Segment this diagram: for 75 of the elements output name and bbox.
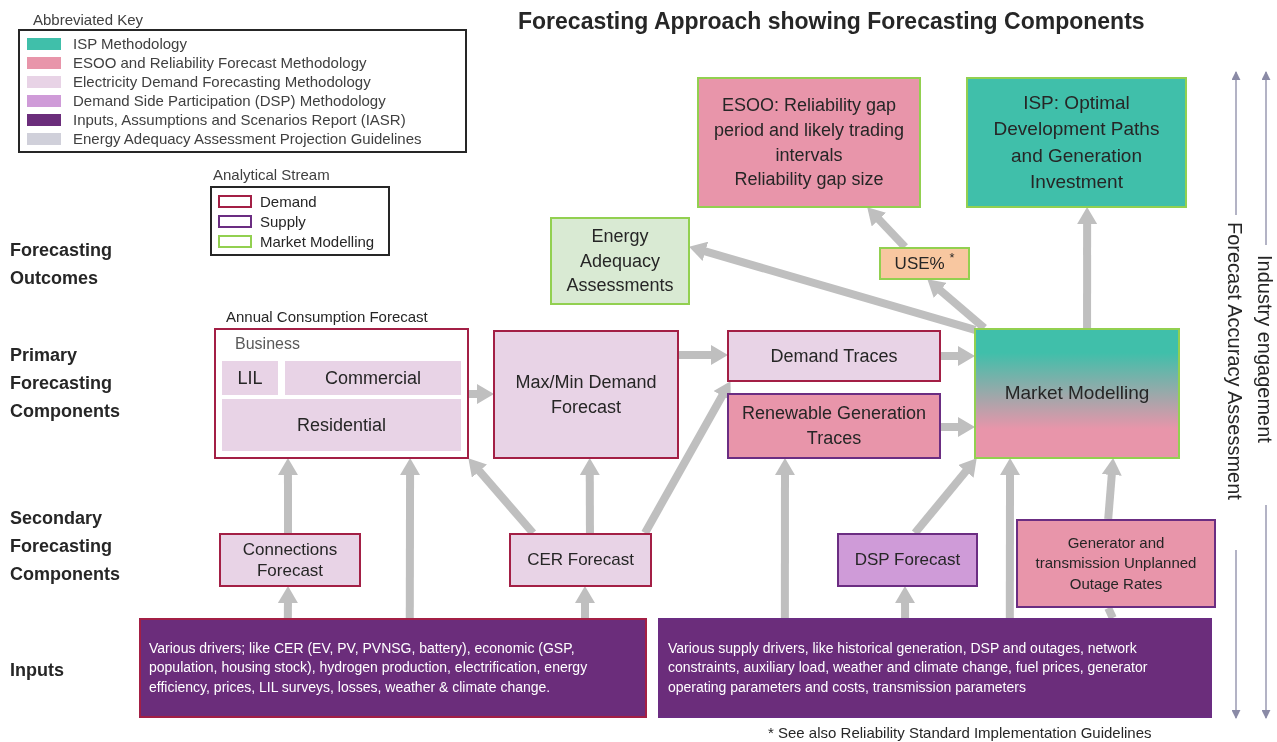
legend-label: Inputs, Assumptions and Scenarios Report (IASR)	[73, 112, 406, 127]
legend-label: Market Modelling	[260, 233, 375, 249]
legend-label: ISP Methodology	[73, 36, 187, 51]
node-text: Energy Adequacy Assessments	[565, 224, 675, 298]
row-label: Primary Forecasting Components	[10, 344, 121, 423]
segment-box	[222, 399, 461, 451]
node-text: Connections Forecast	[241, 538, 339, 582]
arrow	[641, 381, 731, 535]
metric-box	[879, 247, 970, 280]
arrow	[469, 384, 494, 404]
arrow	[277, 586, 298, 619]
node-text: Residential	[296, 413, 387, 437]
node-text: Generator and transmission Unplanned Outage Rates	[1034, 532, 1198, 594]
diagram-title: Forecasting Approach showing Forecasting Components	[518, 7, 1145, 36]
arrow	[468, 458, 537, 536]
node-text: USE% $^{*}$	[894, 251, 955, 275]
group-label: Business	[235, 334, 300, 354]
legend-label: ESOO and Reliability Forecast Methodology	[73, 55, 367, 70]
arrow	[911, 458, 977, 536]
arrow	[579, 458, 600, 533]
node-text: ESOO: Reliability gap period and likely trading intervals	[712, 94, 906, 167]
vertical-label: Industry engagement	[1255, 255, 1275, 443]
input-box	[139, 618, 647, 718]
process-box	[727, 393, 941, 459]
arrow	[1000, 458, 1020, 618]
input-box	[658, 618, 1212, 718]
arrow	[941, 346, 975, 366]
arrow	[689, 241, 977, 334]
process-box	[727, 330, 941, 382]
node-text: Max/Min Demand Forecast	[514, 370, 658, 419]
process-box	[974, 328, 1180, 459]
arrow	[400, 458, 421, 618]
node-text: Demand Traces	[770, 344, 898, 368]
outcome-box	[697, 77, 921, 208]
arrow	[941, 417, 975, 437]
arrow	[895, 586, 915, 618]
arrow	[277, 458, 298, 533]
process-box	[219, 533, 361, 587]
legend-title: Analytical Stream	[213, 165, 330, 185]
arrow	[1077, 207, 1098, 328]
process-box	[493, 330, 679, 459]
segment-box	[222, 361, 278, 395]
row-label: Inputs	[10, 659, 65, 682]
process-box	[1016, 519, 1216, 608]
footnote: * See also Reliability Standard Implementation Guidelines	[768, 723, 1152, 742]
group-heading: Annual Consumption Forecast	[226, 307, 428, 327]
node-text: LIL	[237, 366, 263, 390]
legend-title: Abbreviated Key	[33, 10, 144, 30]
legend-label: Energy Adequacy Assessment Projection Guidelines	[73, 131, 422, 146]
vertical-label: Forecast Accuracy Assessment	[1225, 222, 1245, 500]
legend-label: Electricity Demand Forecasting Methodology	[73, 74, 371, 89]
process-box	[837, 533, 978, 587]
arrow	[679, 345, 728, 365]
outcome-box	[966, 77, 1187, 208]
node-text: Renewable Generation Traces	[740, 402, 928, 450]
node-text: CER Forecast	[527, 549, 634, 572]
legend-label: Demand Side Participation (DSP) Methodology	[73, 93, 386, 108]
node-text: Various supply drivers, like historical generation, DSP and outages, network constraints, auxiliary load, weather and climate change, fuel prices, generator operating parameters and costs, transmission parameters	[668, 639, 1149, 697]
row-label: Secondary Forecasting Components	[10, 507, 121, 586]
node-text: Various drivers; like CER (EV, PV, PVNSG, battery), economic (GSP, population, housing stock), hydrogen production, electrification, energy efficiency, prices, LIL surveys, losses, weather & climate change.	[149, 639, 589, 697]
node-text: Market Modelling	[1004, 381, 1150, 406]
arrow	[775, 458, 795, 618]
node-text: Commercial	[325, 366, 421, 390]
row-label: Forecasting Outcomes	[10, 239, 114, 290]
node-text: DSP Forecast	[854, 549, 961, 572]
node-text: ISP: Optimal Development Paths and Generation Investment	[992, 91, 1161, 194]
node-text: Reliability gap size	[734, 168, 884, 192]
legend-label: Supply	[260, 213, 306, 229]
legend-label: Demand	[260, 193, 317, 209]
process-box	[509, 533, 652, 587]
outcome-box	[550, 217, 690, 305]
arrow	[575, 586, 595, 618]
arrow	[1101, 458, 1122, 520]
segment-box	[285, 361, 461, 395]
arrow	[867, 207, 908, 250]
